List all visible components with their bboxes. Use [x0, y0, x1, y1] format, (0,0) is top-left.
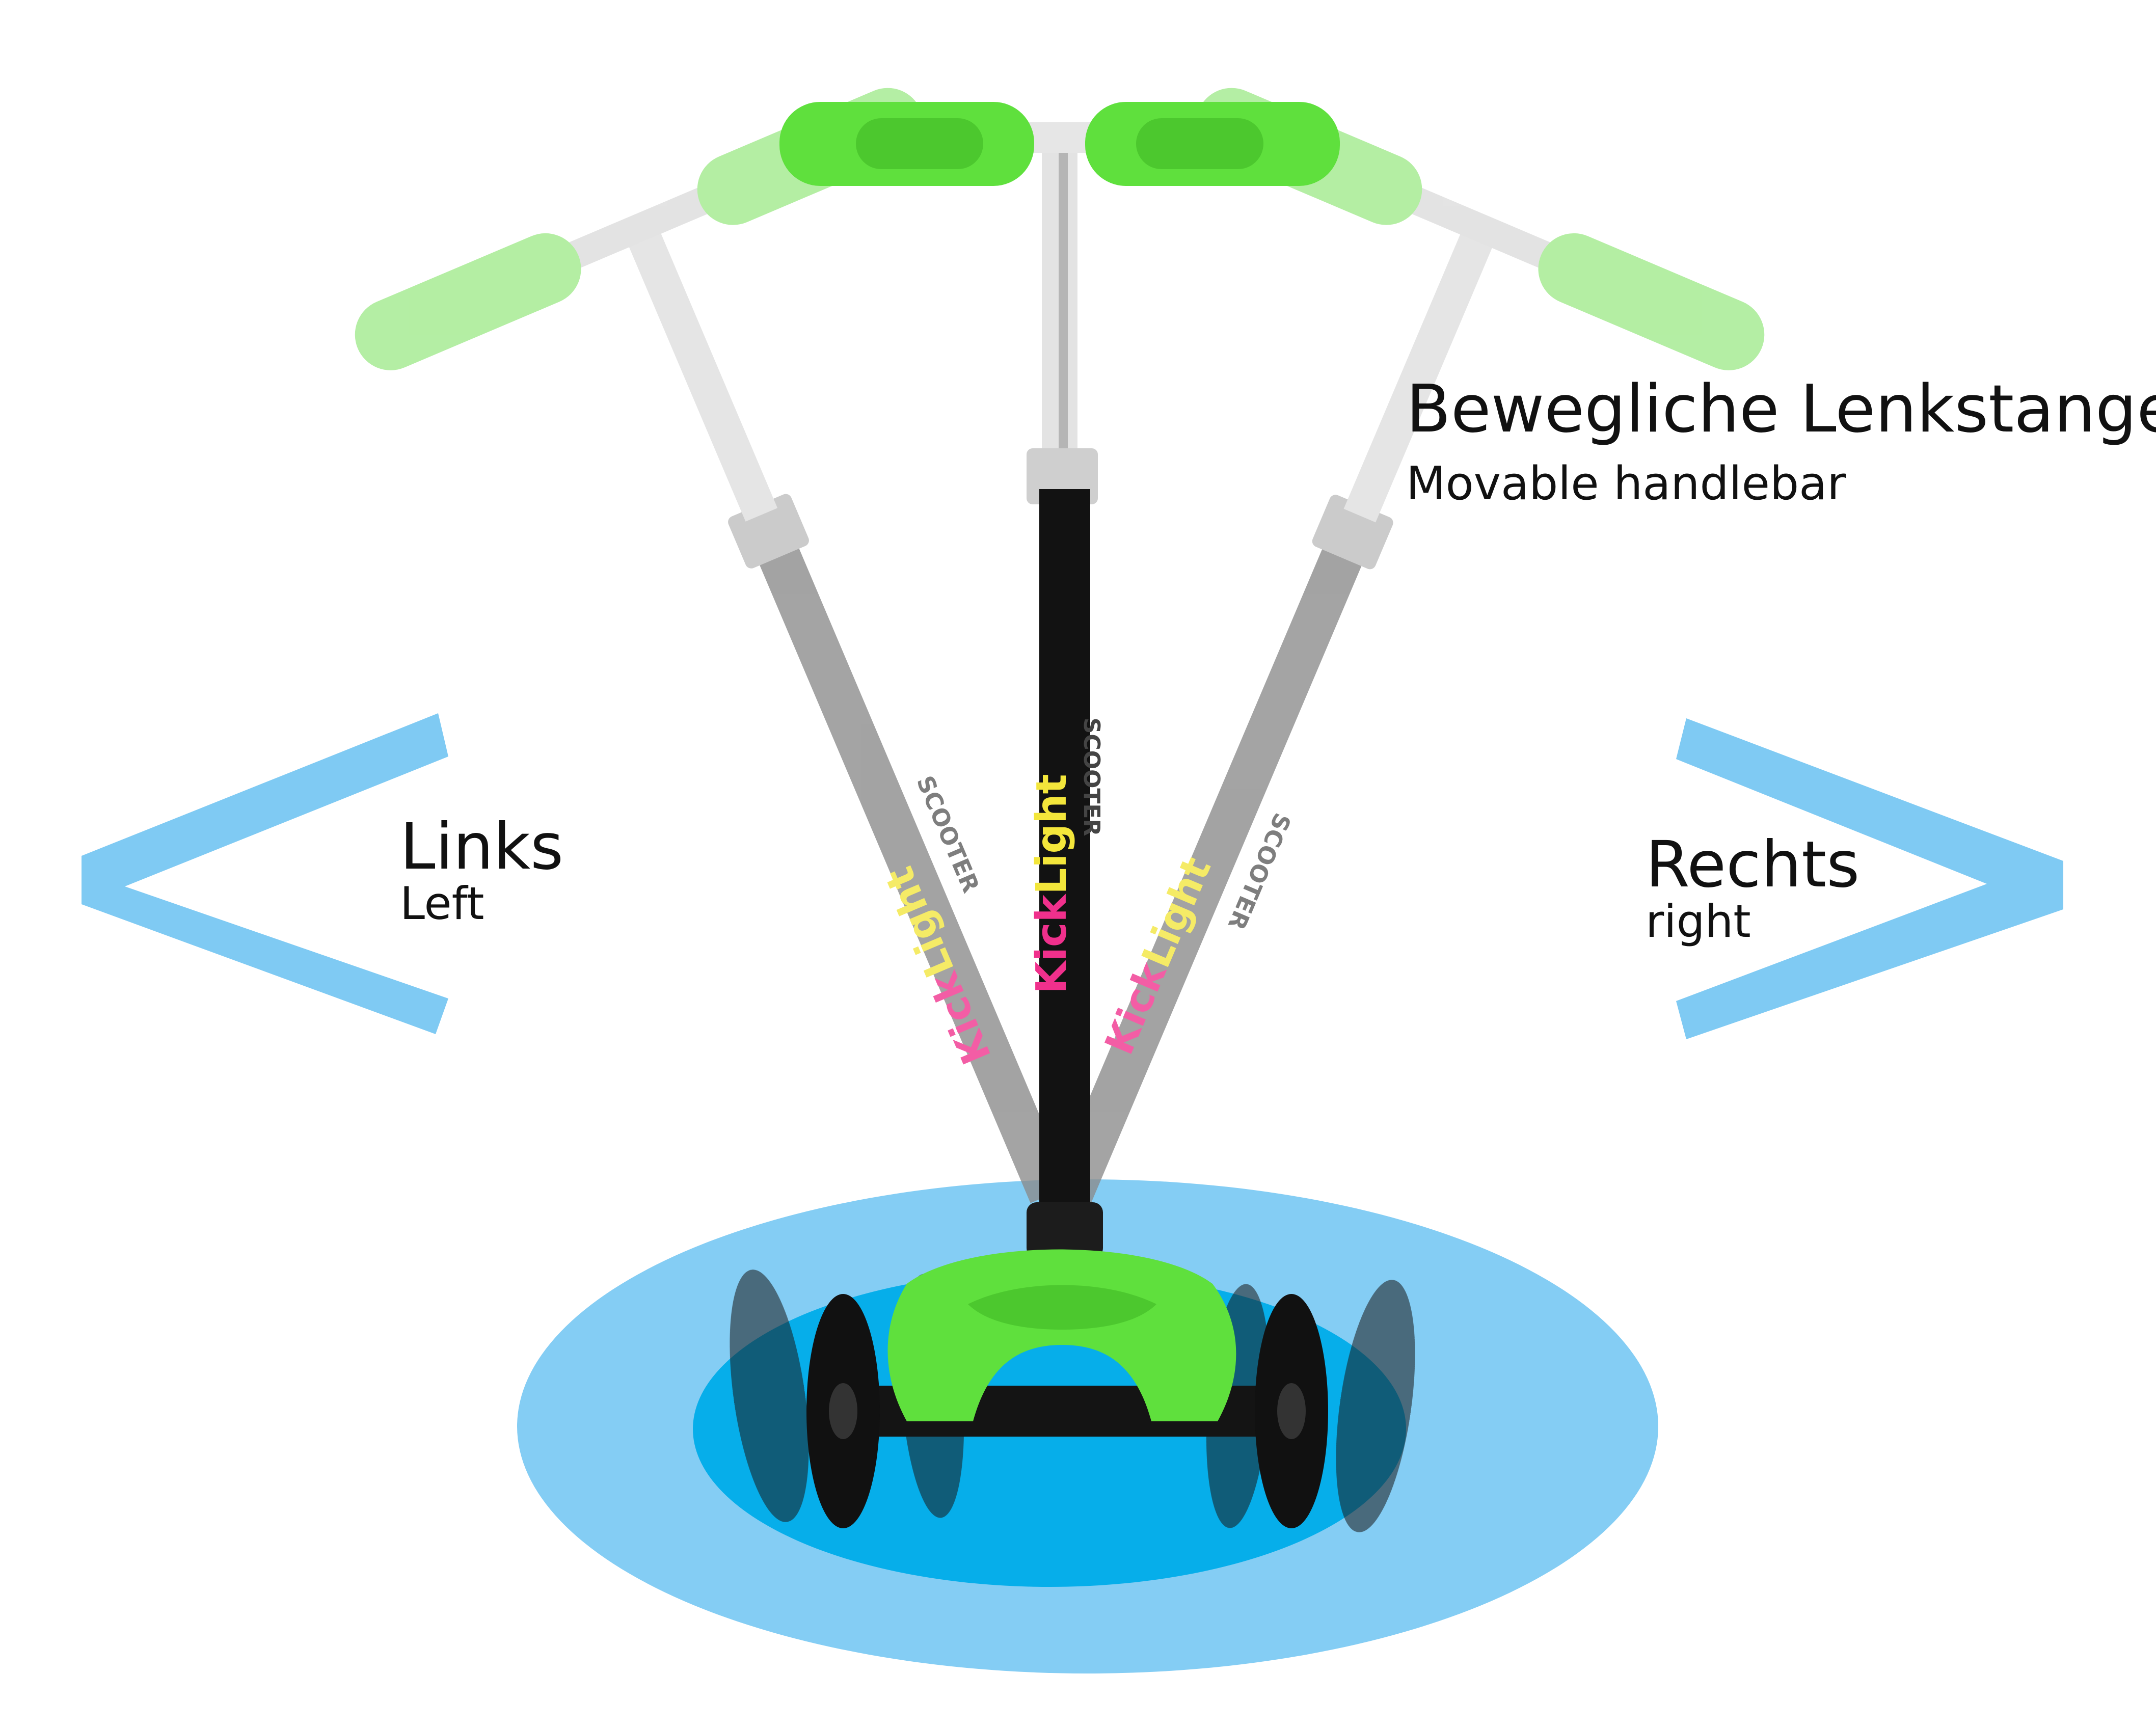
front-fork-cover-shade	[968, 1285, 1156, 1330]
ghost-wheel-right-outer	[1336, 1280, 1415, 1532]
heading-subtitle: Movable handlebar	[1406, 457, 1846, 510]
front-wheel-left-hub	[829, 1383, 857, 1439]
main-grip-left-band	[856, 118, 983, 169]
main-scooter-word: SCOOTER	[1079, 718, 1104, 836]
front-fork-cover	[887, 1249, 1236, 1421]
heading-title: Bewegliche Lenkstange	[1406, 371, 2156, 447]
ghost-right-lower-stem	[1051, 530, 1369, 1204]
scooter-base	[806, 1249, 1328, 1528]
front-wheel-right-hub	[1277, 1383, 1306, 1439]
left-sublabel: Left	[400, 877, 484, 930]
right-label: Rechts	[1646, 828, 1860, 902]
main-upper-stem-shade	[1059, 153, 1068, 469]
ghost-right-upper-stem	[1343, 227, 1495, 523]
main-logo: KickLight	[1028, 774, 1076, 993]
ghost-right-grip-right	[1538, 233, 1765, 370]
chevron-right-icon	[1676, 718, 2063, 1039]
handlebar-ghost-right: KickLight SCOOTER	[1051, 88, 1765, 1204]
main-logo-text: KickLight	[1028, 774, 1076, 993]
main-scooter-text: SCOOTER	[1079, 718, 1104, 836]
ghost-left-upper-stem	[626, 226, 778, 522]
handlebar-main: KickLight SCOOTER	[779, 102, 1340, 1258]
ghost-left-lower-stem	[751, 530, 1070, 1203]
ghost-wheel-left-outer	[730, 1270, 809, 1522]
ghost-left-grip-left	[355, 233, 581, 370]
main-stem-collar	[1027, 1202, 1103, 1258]
chevron-left-icon	[82, 713, 448, 1034]
left-label: Links	[400, 810, 564, 884]
main-logo-part2: Light	[1028, 774, 1076, 895]
right-sublabel: right	[1646, 895, 1751, 948]
handlebar-ghost-left: KickLight SCOOTER	[355, 88, 1070, 1203]
main-grip-right-band	[1136, 118, 1263, 169]
main-lower-stem	[1039, 489, 1090, 1228]
main-logo-part1: Kick	[1028, 893, 1076, 993]
